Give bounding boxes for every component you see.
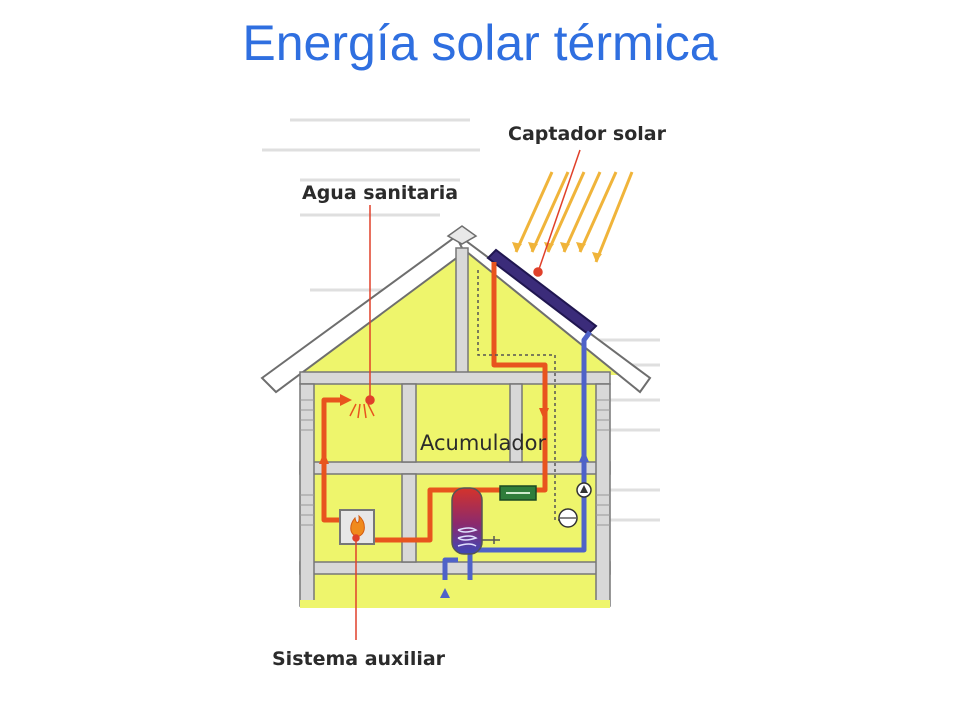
shower-head-arrow <box>340 394 352 406</box>
label-acumulador: Acumulador <box>420 431 546 455</box>
label-agua-sanitaria: Agua sanitaria <box>302 182 458 204</box>
tank-coil <box>457 527 478 547</box>
cold-water-pipe <box>442 330 592 580</box>
hot-pipe-arrow <box>539 408 549 420</box>
label-sistema-auxiliar: Sistema auxiliar <box>272 648 446 670</box>
cold-pipe-arrow <box>579 450 589 462</box>
middle-floor-beam <box>299 461 611 475</box>
roof-king-post <box>455 247 469 379</box>
sun-rays <box>514 171 634 263</box>
shower-icon <box>349 403 375 419</box>
control-wiring <box>477 270 575 521</box>
sun-ray-arrowheads <box>512 242 602 262</box>
wall-window-slats <box>300 399 610 526</box>
hot-pipe-arrow-up <box>319 452 329 464</box>
interior-wall-lower <box>401 473 417 563</box>
interior-wall-right-upper <box>509 383 523 463</box>
attic-floor-beam <box>299 371 611 385</box>
flame-icon <box>350 514 365 538</box>
solar-collector-panel <box>486 248 598 336</box>
label-captador-solar: Captador solar <box>508 123 667 145</box>
ground-floor-beam <box>299 561 611 575</box>
cold-pipe-arrow-up <box>440 588 450 598</box>
callouts <box>352 149 581 640</box>
page-title: Energía solar térmica <box>242 15 718 71</box>
roof-ridge <box>446 225 478 245</box>
interior-wall-upper <box>401 383 417 463</box>
pump-triangle <box>580 485 588 493</box>
foundation <box>300 600 610 608</box>
